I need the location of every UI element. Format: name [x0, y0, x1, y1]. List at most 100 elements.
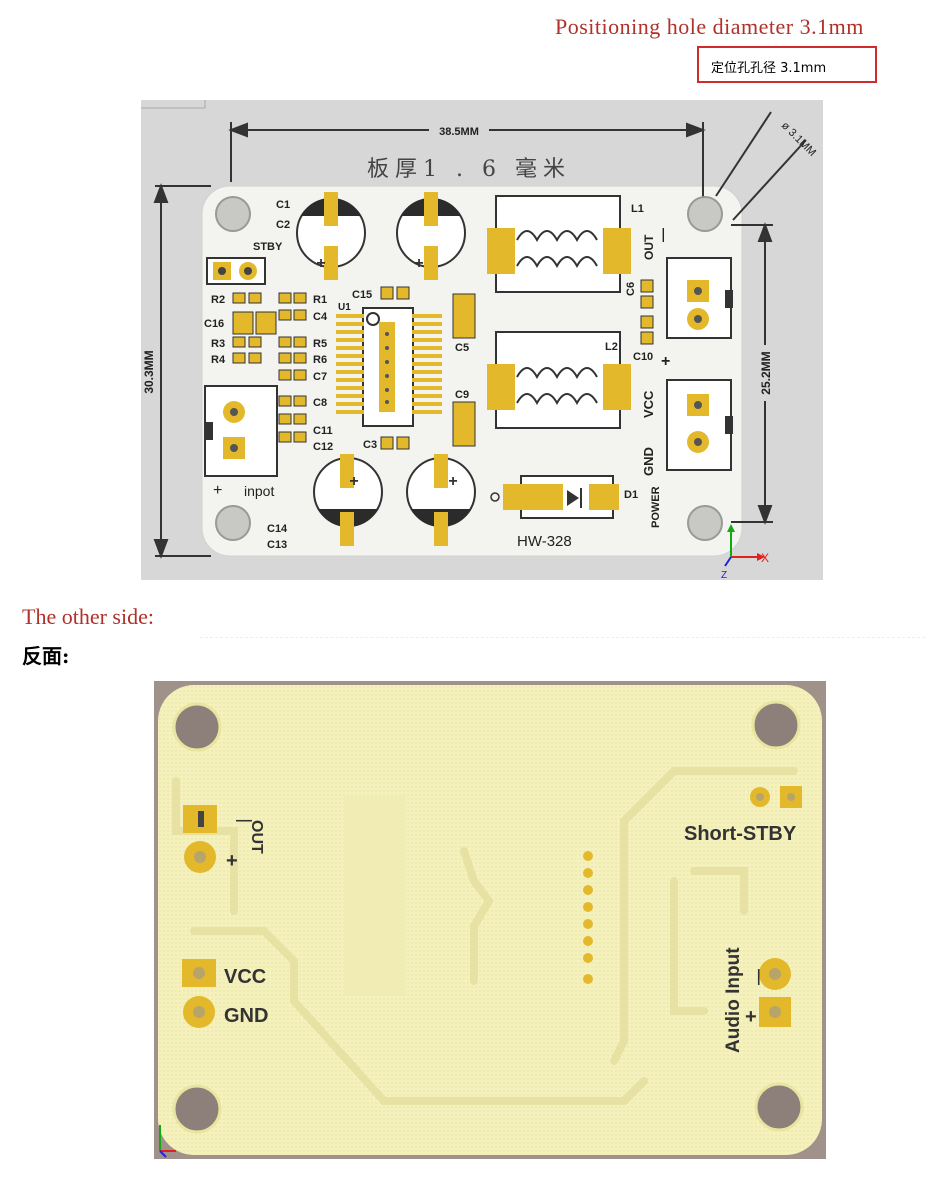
thickness-label: 板厚1 . 6 毫米	[367, 157, 571, 182]
mounting-hole	[172, 702, 222, 752]
axis-indicator: X Z	[721, 524, 769, 580]
mounting-hole	[687, 505, 723, 541]
smd-pads-center	[380, 286, 476, 450]
output-connector	[666, 257, 733, 339]
label-plus-out: +	[661, 353, 670, 370]
label-d1: D1	[624, 489, 638, 501]
label-power: POWER	[650, 486, 662, 528]
back-label-minus: —	[236, 812, 252, 829]
other-side-title-cn: 反面:	[22, 644, 70, 668]
label-gnd: GND	[641, 447, 656, 476]
label-c1: C1	[276, 199, 290, 211]
label-c3: C3	[363, 439, 377, 451]
back-mounting-holes	[172, 700, 804, 1134]
label-c14: C14	[267, 523, 288, 535]
axis-z-label: Z	[721, 570, 727, 580]
inductor-l1	[487, 195, 631, 293]
back-axis-indicator	[159, 1125, 176, 1158]
mounting-hole	[751, 700, 801, 750]
label-vcc: VCC	[641, 390, 656, 418]
back-label-vcc: VCC	[224, 966, 266, 988]
hole-diameter-cn: 定位孔孔径 3.1mm	[711, 61, 827, 76]
svg-text:+: +	[448, 473, 457, 490]
capacitor-c14: +	[313, 454, 383, 546]
width-label: 38.5MM	[439, 126, 479, 138]
back-label-plus: +	[226, 850, 238, 872]
back-label-short-stby: Short-STBY	[684, 823, 797, 845]
label-r5: R5	[313, 338, 327, 350]
section-divider	[200, 637, 925, 638]
capacitor-c15-top: +	[396, 192, 466, 280]
back-pads	[182, 786, 802, 1028]
mounting-hole	[754, 1082, 804, 1132]
stby-header	[206, 257, 266, 285]
inductor-l2	[487, 331, 631, 429]
back-label-out: OUT	[248, 820, 265, 854]
label-r2: R2	[211, 294, 225, 306]
axis-x-label: X	[761, 551, 769, 565]
label-c6: C6	[625, 282, 637, 296]
label-u1: U1	[338, 302, 351, 313]
label-c10: C10	[633, 351, 653, 363]
label-c11: C11	[313, 425, 333, 437]
diode-d1	[490, 475, 619, 519]
other-side-title: The other side:	[22, 604, 154, 629]
label-c8: C8	[313, 397, 327, 409]
dim-label-bg	[429, 123, 489, 137]
back-ground-plane	[344, 796, 406, 996]
label-out: OUT	[642, 234, 656, 260]
input-connector	[204, 385, 278, 477]
back-vias	[583, 851, 593, 984]
capacitor-c1: +	[296, 192, 366, 280]
label-c5: C5	[455, 342, 469, 354]
label-c12: C12	[313, 441, 333, 453]
label-r3: R3	[211, 338, 225, 350]
mounting-hole	[172, 1084, 222, 1134]
left-height-label: 30.3MM	[142, 350, 156, 393]
label-c2: C2	[276, 219, 290, 231]
front-labels: C1 C2 STBY R2 R1 C4 C16 R3 R4 R5 R6 C7 C…	[204, 199, 653, 551]
mounting-holes	[215, 196, 723, 541]
pcb-back-view: OUT — + VCC GND Short-STBY Audio Input —…	[154, 681, 826, 1159]
u1-chip	[336, 307, 442, 427]
model-label: HW-328	[517, 533, 572, 550]
smd-pads-left	[232, 292, 307, 443]
smd-pads-right	[640, 279, 654, 345]
back-label-audio-plus: +	[745, 1006, 757, 1028]
back-label-audio-minus: —	[750, 969, 767, 985]
label-l1: L1	[631, 203, 644, 215]
label-plus-input: +	[213, 482, 222, 499]
label-minus-out: —	[654, 228, 670, 242]
label-r6: R6	[313, 354, 327, 366]
power-connector	[666, 379, 733, 471]
label-l2: L2	[605, 341, 618, 353]
mounting-hole	[215, 196, 251, 232]
capacitor-c13: +	[406, 454, 476, 546]
label-r4: R4	[211, 354, 226, 366]
back-label-gnd: GND	[224, 1005, 268, 1027]
label-c9: C9	[455, 389, 469, 401]
dim-label-bg	[758, 345, 772, 401]
right-height-label: 25.2MM	[759, 351, 773, 394]
hole-callout	[715, 111, 807, 221]
svg-text:+: +	[349, 473, 358, 490]
hole-diameter-title: Positioning hole diameter 3.1mm	[555, 14, 864, 39]
svg-text:+: +	[414, 255, 423, 272]
back-board-texture	[158, 685, 822, 1155]
hole-diameter-callout: 定位孔孔径 3.1mm	[697, 46, 877, 83]
mounting-hole	[215, 505, 251, 541]
left-height-dimension	[153, 183, 211, 559]
label-c15: C15	[352, 289, 372, 301]
label-c7: C7	[313, 371, 327, 383]
label-c16: C16	[204, 318, 224, 330]
label-c13: C13	[267, 539, 287, 551]
label-r1: R1	[313, 294, 327, 306]
pcb-front-view: 38.5MM 板厚1 . 6 毫米 30.3MM 25.2MM ø 3.1MM	[141, 100, 823, 580]
back-label-audio-input: Audio Input	[723, 947, 744, 1053]
mounting-hole	[687, 196, 723, 232]
label-inpot: inpot	[244, 483, 274, 499]
svg-text:+: +	[316, 255, 325, 272]
label-stby: STBY	[253, 241, 283, 253]
back-labels: OUT — + VCC GND Short-STBY Audio Input —…	[224, 812, 797, 1053]
label-c4: C4	[313, 311, 328, 323]
